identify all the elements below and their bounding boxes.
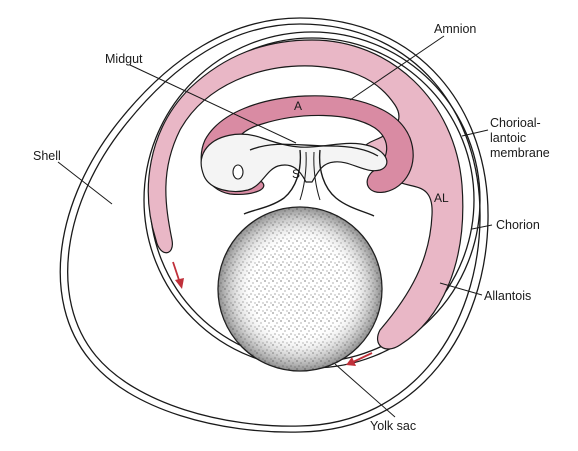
yolk-stalk [243,149,375,217]
leader-allantois [439,282,483,296]
label-allantois: Allantois [484,289,531,303]
label-amnion: Amnion [434,22,476,36]
leader-chorion [471,224,493,230]
leader-shell [57,161,113,205]
leader-amnion [349,35,445,101]
embryo-eye [232,164,244,180]
label-midgut: Midgut [105,52,143,66]
label-chorioallantoic-1: Chorioal- [490,116,541,130]
label-chorion: Chorion [496,218,540,232]
embryo-body [200,133,388,193]
arrow-bottom [346,352,373,366]
leader-chorioallantoic [461,129,489,137]
arrow-left [172,261,184,289]
amnion-membrane [200,95,414,195]
letter-allantois-cavity: AL [434,191,449,205]
shell-inner [67,23,481,427]
label-chorioallantoic-2: lantoic [490,131,526,145]
letter-amnion-cavity: A [294,99,302,113]
letter-stalk: S [292,167,300,181]
label-shell: Shell [33,149,61,163]
embryo-gut-line [249,143,379,157]
yolk-stalk-inner [299,151,321,201]
label-chorioallantoic-3: membrane [490,146,550,160]
yolk-sac-shading [218,207,382,371]
leader-midgut [129,64,297,144]
leader-yolk-sac [334,363,396,418]
shell-outer [59,17,489,433]
label-yolk-sac: Yolk sac [370,419,416,433]
